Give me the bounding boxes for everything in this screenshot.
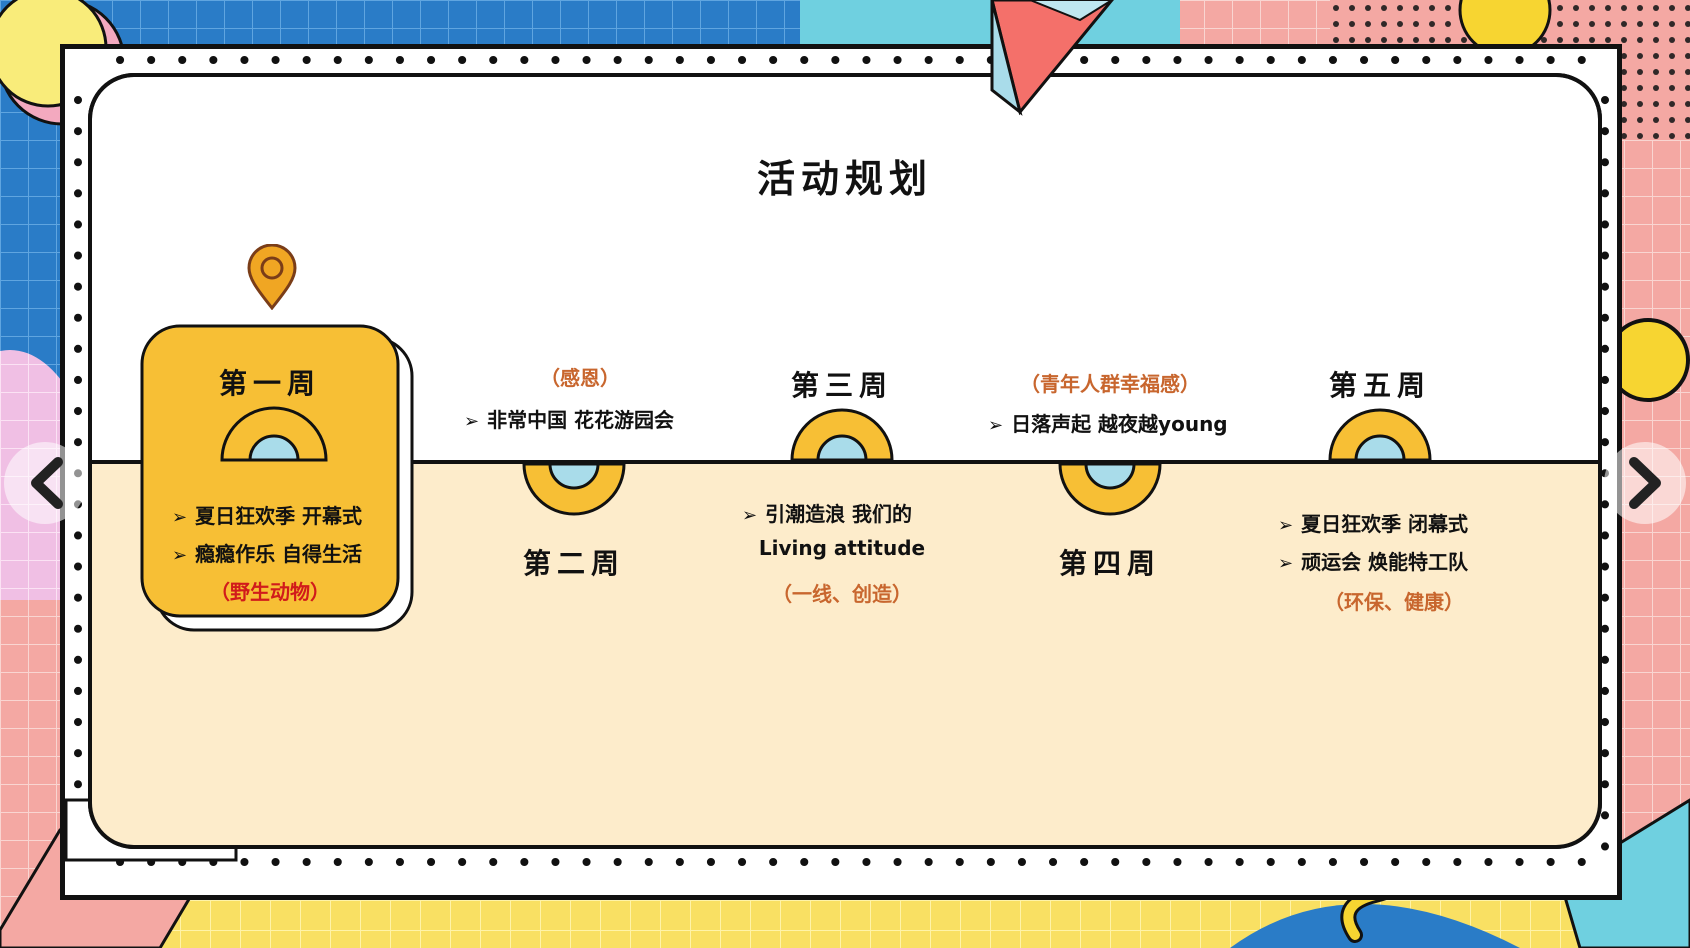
week-3-item-1: ➢引潮造浪 我们的 bbox=[742, 502, 913, 526]
arrow-right-bullet-icon: ➢ bbox=[464, 411, 480, 432]
week-3-label: 第三周 bbox=[790, 369, 893, 402]
week-1-item-1: ➢夏日狂欢季 开幕式 bbox=[172, 504, 363, 528]
week-5-label: 第五周 bbox=[1328, 369, 1431, 402]
chevron-left-icon bbox=[31, 457, 63, 509]
week-1-item-2: ➢瘾瘾作乐 自得生活 bbox=[172, 542, 363, 566]
previous-slide-button[interactable] bbox=[4, 442, 86, 524]
week-4-label: 第四周 bbox=[1058, 547, 1161, 580]
week-5-item-2: ➢顽运会 焕能特工队 bbox=[1278, 550, 1469, 574]
week-5-note: （环保、健康） bbox=[1324, 590, 1464, 614]
slide-title: 活动规划 bbox=[756, 157, 933, 201]
chevron-right-icon bbox=[1629, 457, 1661, 509]
week-4-item-1: ➢日落声起 越夜越young bbox=[988, 412, 1228, 436]
week-3-item-2: Living attitude bbox=[758, 536, 926, 560]
arrow-right-bullet-icon: ➢ bbox=[1278, 515, 1294, 536]
week-1-label: 第一周 bbox=[218, 367, 321, 400]
arrow-right-bullet-icon: ➢ bbox=[172, 545, 188, 566]
week-1-note: （野生动物） bbox=[210, 580, 330, 604]
arrow-right-bullet-icon: ➢ bbox=[1278, 553, 1294, 574]
week-3-note: （一线、创造） bbox=[772, 582, 912, 606]
arrow-right-bullet-icon: ➢ bbox=[988, 415, 1004, 436]
location-pin-icon bbox=[247, 244, 297, 310]
next-slide-button[interactable] bbox=[1604, 442, 1686, 524]
week-2-note: （感恩） bbox=[540, 366, 620, 390]
arrow-right-bullet-icon: ➢ bbox=[172, 507, 188, 528]
week-2-label: 第二周 bbox=[522, 547, 625, 580]
week-2-item-1: ➢非常中国 花花游园会 bbox=[464, 408, 675, 432]
week-5-item-1: ➢夏日狂欢季 闭幕式 bbox=[1278, 512, 1469, 536]
week-4-note: （青年人群幸福感） bbox=[1020, 372, 1200, 396]
arrow-right-bullet-icon: ➢ bbox=[742, 505, 758, 526]
